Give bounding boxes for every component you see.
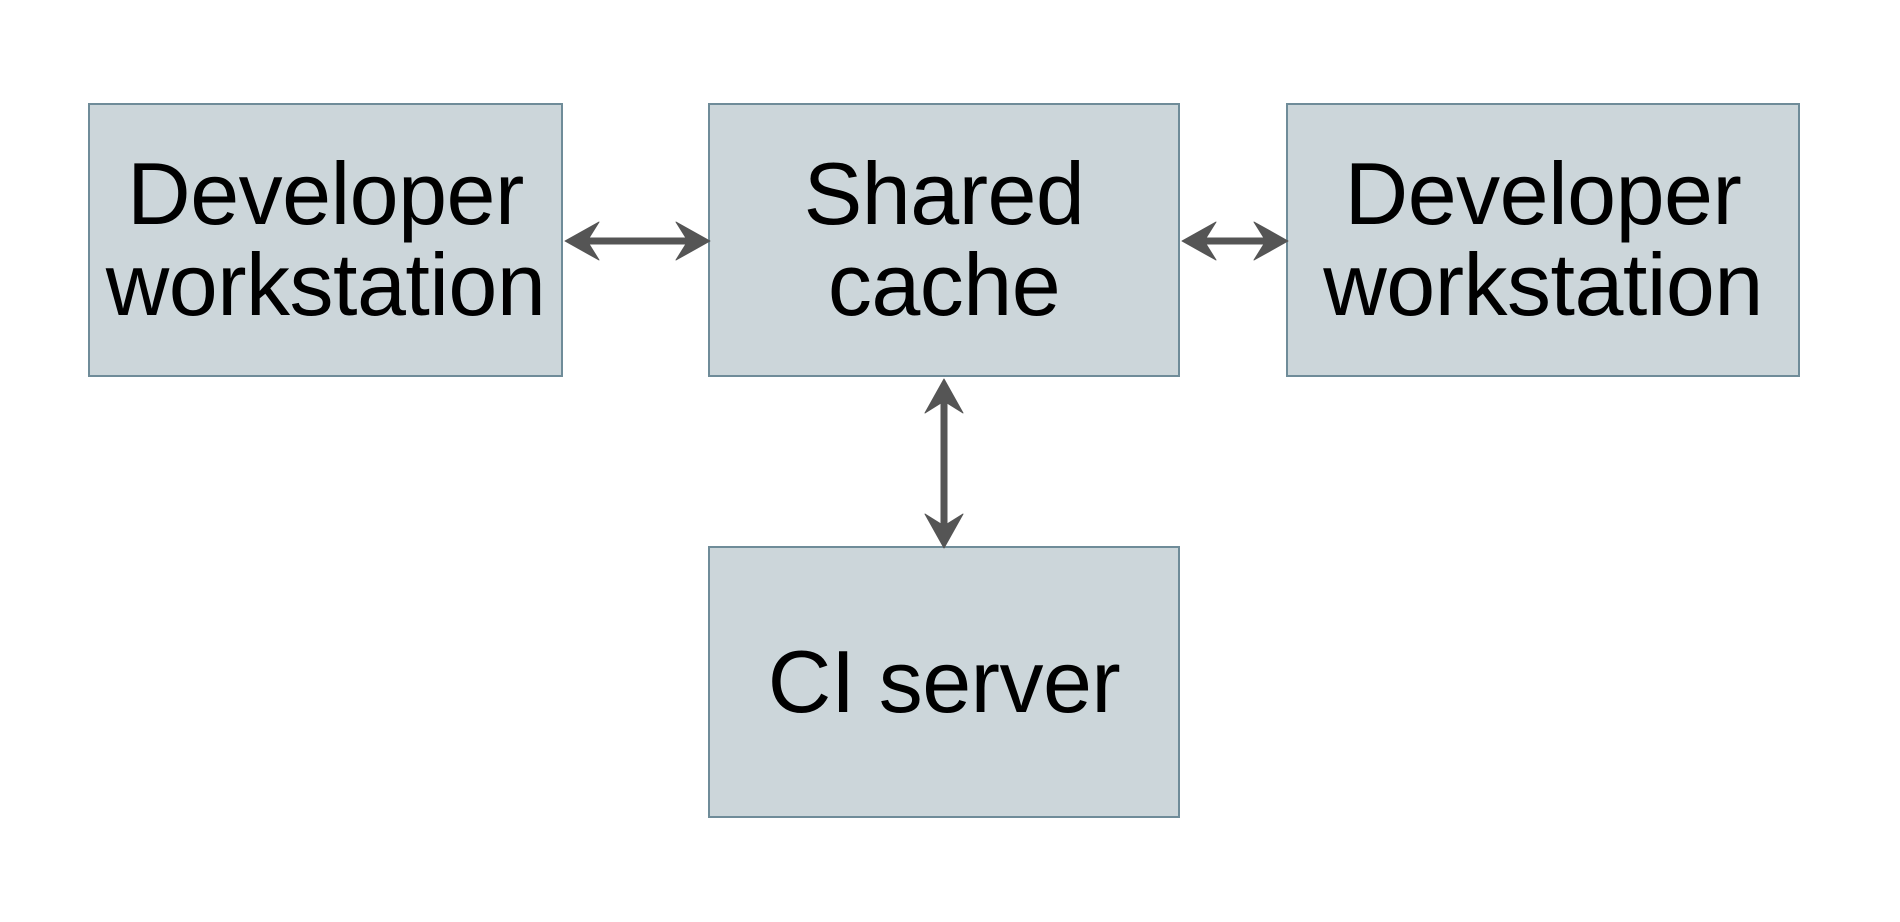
node-ci-server[interactable]: CI server [708,546,1180,818]
node-developer-workstation-right[interactable]: Developer workstation [1286,103,1800,377]
node-shared-cache[interactable]: Shared cache [708,103,1180,377]
node-label: CI server [767,631,1121,731]
double-arrow-icon [1181,221,1289,261]
node-label: Developer workstation [1323,144,1763,334]
double-arrow-icon [924,378,964,549]
node-label: Developer workstation [105,144,546,334]
double-arrow-icon [564,221,711,261]
node-label: Shared cache [803,144,1085,334]
node-developer-workstation-left[interactable]: Developer workstation [88,103,563,377]
